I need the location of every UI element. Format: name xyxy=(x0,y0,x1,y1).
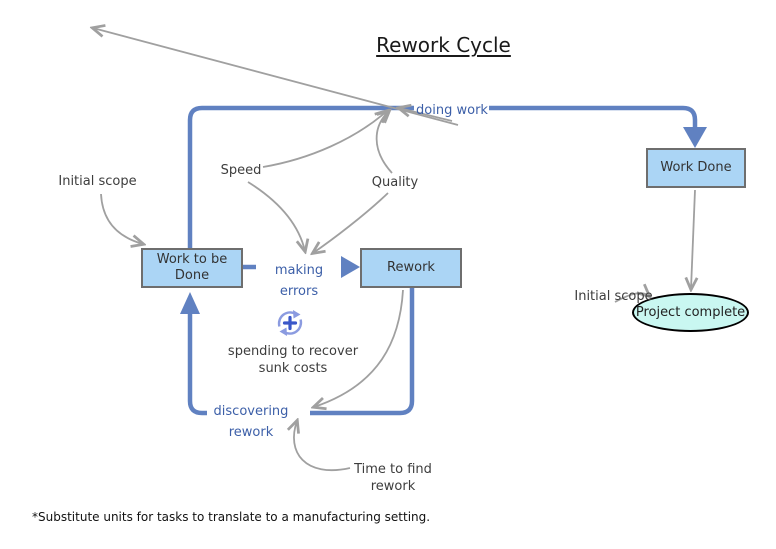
stock-work-to-be-done-label-line1: Work to be xyxy=(156,252,228,267)
diagram-title: Rework Cycle xyxy=(376,33,511,57)
link-work-done-to-project-complete xyxy=(691,189,695,289)
stock-rework-label: Rework xyxy=(387,260,435,275)
link-label-to-doing-work-valve xyxy=(399,108,453,122)
discovering-rework-arrowhead xyxy=(180,292,200,314)
doing-work-pipe-right xyxy=(489,105,698,128)
discovering-rework-line2: rework xyxy=(228,425,274,440)
time-to-find-line1: Time to find xyxy=(354,462,432,477)
loop-icon-arc-arrowheads xyxy=(279,310,301,336)
discovering-rework-line1: discovering xyxy=(213,404,289,419)
flow-arrowheads xyxy=(180,127,707,314)
loop-icon-plus xyxy=(282,315,298,331)
stock-work-done[interactable]: Work Done xyxy=(646,148,746,188)
link-quality-to-doing-work xyxy=(375,111,393,174)
var-initial-scope-left[interactable]: Initial scope xyxy=(58,174,137,189)
stock-work-to-be-done[interactable]: Work to be Done xyxy=(141,248,243,288)
doing-work-arrowhead xyxy=(683,127,707,148)
flow-label-discovering-rework[interactable]: discovering rework xyxy=(201,401,301,443)
var-spending-to-recover[interactable]: spending to recover sunk costs xyxy=(223,343,363,377)
flow-label-making-errors[interactable]: making errors xyxy=(274,263,324,299)
link-rework-to-discovering-valve xyxy=(314,289,404,407)
link-quality-to-making-errors xyxy=(313,192,389,253)
spending-line1: spending to recover xyxy=(227,344,359,359)
flow-pipes xyxy=(187,105,698,416)
stock-rework[interactable]: Rework xyxy=(360,248,462,288)
flow-label-doing-work[interactable]: doing work xyxy=(416,103,488,118)
reinforcing-loop-icon xyxy=(275,308,305,338)
var-quality[interactable]: Quality xyxy=(371,175,419,190)
var-speed[interactable]: Speed xyxy=(220,163,262,178)
time-to-find-line2: rework xyxy=(370,479,416,494)
link-speed-to-doing-work xyxy=(262,111,387,168)
node-project-complete[interactable]: Project complete xyxy=(632,293,749,332)
doing-work-pipe-left xyxy=(187,105,414,248)
spending-line2: sunk costs xyxy=(258,361,328,376)
link-initial-scope-to-project-complete xyxy=(614,293,649,303)
project-complete-label: Project complete xyxy=(635,305,746,320)
link-time-to-find-to-discovering-valve xyxy=(294,421,351,471)
footnote: *Substitute units for tasks to translate… xyxy=(32,510,431,524)
stock-work-to-be-done-label-line2: Done xyxy=(174,268,210,283)
discovering-rework-pipe-right xyxy=(310,288,415,416)
causal-links xyxy=(93,28,695,471)
discovering-rework-pipe-left xyxy=(187,314,207,416)
stock-work-done-label: Work Done xyxy=(660,160,732,175)
link-speed-to-making-errors xyxy=(247,181,305,251)
var-time-to-find-rework[interactable]: Time to find rework xyxy=(343,461,443,495)
making-errors-arrowhead xyxy=(341,256,360,278)
var-initial-scope-right[interactable]: Initial scope xyxy=(574,289,653,304)
link-initial-scope-to-work-to-be-done xyxy=(100,193,143,244)
